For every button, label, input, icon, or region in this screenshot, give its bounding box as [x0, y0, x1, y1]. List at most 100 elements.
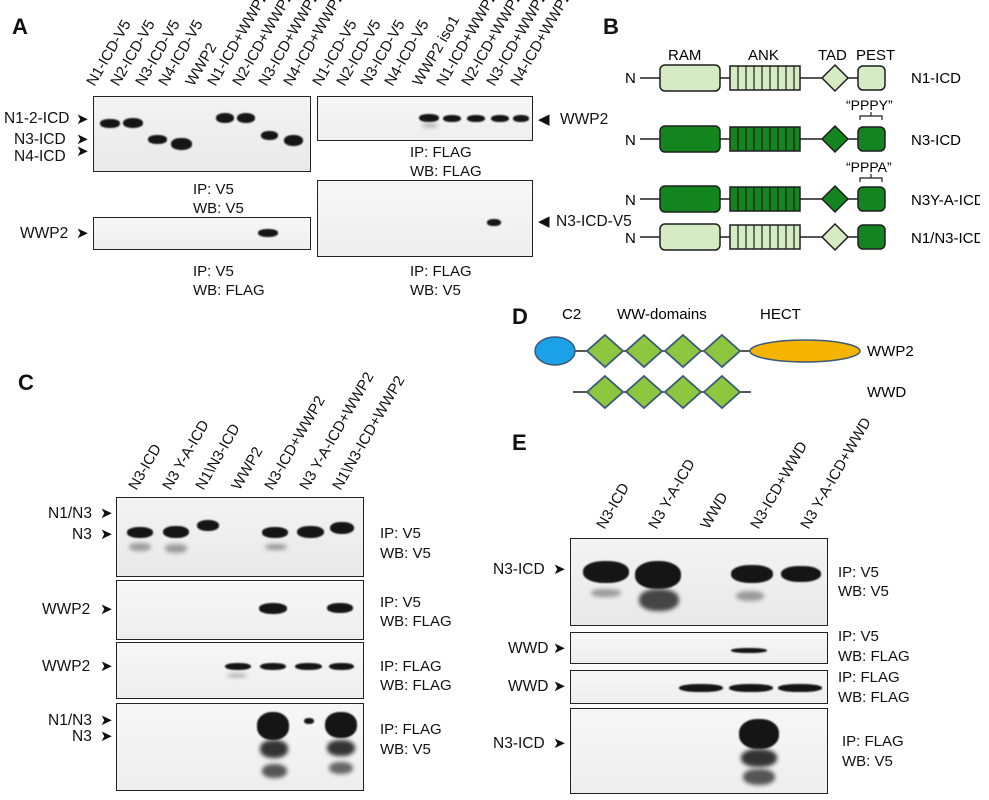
band [127, 527, 153, 538]
caption-wb: WB: V5 [193, 200, 244, 217]
band [260, 663, 286, 670]
band [257, 712, 289, 740]
panel-label-d: D [512, 304, 528, 329]
band [225, 663, 251, 670]
ram-domain [659, 223, 721, 251]
blot-a-ipv5-wbv5 [93, 96, 311, 172]
marker-n3: N3 [72, 526, 92, 543]
caption-ip: IP: V5 [193, 181, 234, 198]
band [778, 684, 822, 692]
band-smear [262, 764, 287, 778]
band-smear [741, 749, 777, 767]
band [295, 663, 322, 670]
band [731, 648, 767, 653]
caption-ip: IP: FLAG [838, 669, 900, 686]
caption-ip: IP: FLAG [410, 144, 472, 161]
caption-ip: IP: FLAG [842, 733, 904, 750]
band [216, 113, 234, 123]
band [739, 719, 779, 749]
arrow-right-icon: ➤ [76, 131, 89, 148]
ww-domains-label: WW-domains [617, 306, 707, 323]
blot-a-ipflag-wbflag [317, 96, 533, 141]
ww-domain [702, 333, 742, 369]
marker-wwd: WWD [508, 678, 549, 695]
arrow-right-icon: ➤ [553, 561, 566, 578]
arrow-right-icon: ➤ [100, 601, 113, 618]
domain-tad: TAD [818, 47, 847, 64]
tad-domain [820, 222, 850, 252]
caption-wb: WB: V5 [380, 545, 431, 562]
blot-c-ipv5-wbflag [116, 580, 364, 640]
caption-ip: IP: FLAG [380, 658, 442, 675]
band [781, 566, 821, 582]
caption-wb: WB: FLAG [380, 677, 452, 694]
band-smear [260, 740, 288, 758]
marker-n1n3: N1/N3 [48, 505, 92, 522]
marker-wwp2: WWP2 [42, 658, 91, 675]
band [487, 219, 501, 226]
band [100, 119, 120, 128]
band [419, 114, 439, 122]
domain-ram: RAM [668, 47, 701, 64]
blot-c-ipflag-wbflag [116, 642, 364, 699]
blot-c-ipv5-wbv5 [116, 497, 364, 577]
ww-domain [624, 374, 664, 410]
ww-domain [624, 333, 664, 369]
n-terminus: N [625, 70, 636, 87]
caption-ip: IP: V5 [193, 263, 234, 280]
arrow-right-icon: ➤ [76, 225, 89, 242]
band-smear [743, 769, 775, 785]
caption-ip: IP: V5 [380, 525, 421, 542]
pest-domain [857, 186, 886, 212]
blot-e-ipv5-wbflag [570, 632, 828, 664]
band [148, 135, 167, 144]
blot-e-ipv5-wbv5 [570, 538, 828, 626]
caption-wb: WB: V5 [838, 583, 889, 600]
marker-wwd: WWD [508, 640, 549, 657]
n-terminus: N [625, 132, 636, 149]
construct-label: N1-ICD [911, 70, 961, 87]
caption-ip: IP: V5 [838, 628, 879, 645]
arrow-right-icon: ➤ [553, 735, 566, 752]
ank-domain [729, 65, 801, 91]
band [171, 138, 192, 150]
ww-domain [663, 374, 703, 410]
band [467, 115, 485, 122]
lane-label: N3-ICD [593, 480, 634, 532]
ank-domain [729, 224, 801, 250]
motif-pppa: “PPPA” [846, 159, 892, 175]
band-smear [422, 124, 438, 127]
band-smear [327, 740, 355, 756]
band [262, 527, 288, 538]
caption-ip: IP: FLAG [410, 263, 472, 280]
band-smear [639, 589, 679, 611]
band [583, 561, 629, 583]
wwp2-label: WWP2 [867, 343, 914, 360]
hect-domain [749, 339, 861, 363]
band [327, 603, 353, 613]
pest-domain [857, 224, 886, 250]
arrow-right-icon: ➤ [553, 640, 566, 657]
arrow-right-icon: ➤ [100, 505, 113, 522]
motif-pppy: “PPPY” [846, 97, 893, 113]
domain-pest: PEST [856, 47, 895, 64]
band-smear [165, 544, 187, 553]
pest-domain [857, 126, 886, 152]
caption-ip: IP: V5 [380, 594, 421, 611]
ww-domain [585, 374, 625, 410]
marker-wwp2: WWP2 [42, 601, 91, 618]
ram-domain [659, 64, 721, 92]
pest-domain [857, 65, 886, 91]
blot-a-ipflag-wbv5 [317, 180, 533, 257]
caption-wb: WB: FLAG [838, 689, 910, 706]
band [330, 522, 354, 534]
band [237, 113, 255, 123]
wwd-label: WWD [867, 384, 906, 401]
panel-d-domain-diagram: C2 WW-domains HECT WWP2 WWD [534, 306, 914, 410]
band [729, 684, 773, 692]
tad-domain [820, 124, 850, 154]
band-smear [227, 674, 247, 677]
band-smear [736, 591, 764, 601]
caption-wb: WB: FLAG [380, 613, 452, 630]
